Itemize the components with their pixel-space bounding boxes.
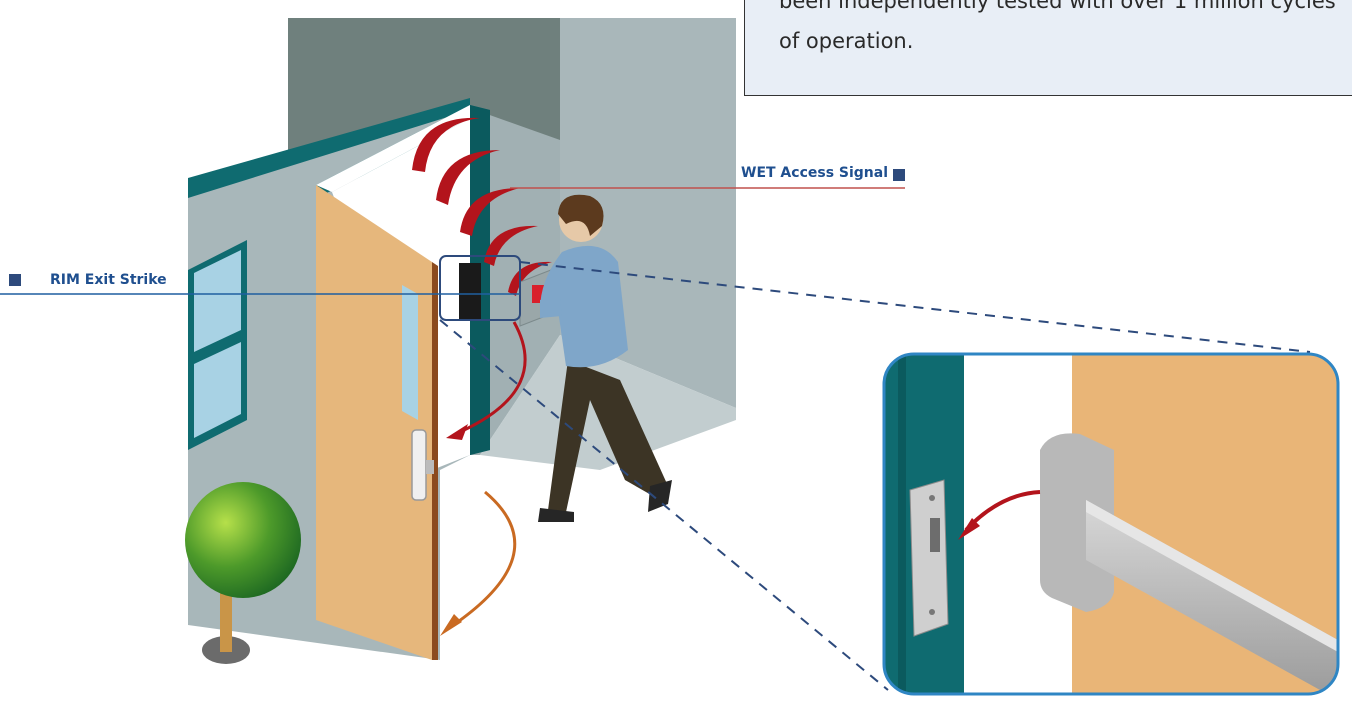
strike-plate (909, 479, 949, 637)
callout-text: been independently tested with over 1 mi… (779, 0, 1352, 61)
zoom-inset-border (882, 352, 1340, 696)
rim-exit-strike-label: RIM Exit Strike (50, 272, 167, 288)
signal-arcs (412, 117, 552, 296)
tree (185, 482, 301, 664)
callout-line-1: been independently tested with over 1 mi… (779, 0, 1336, 13)
zoom-guide-lines (439, 261, 1311, 691)
person (538, 194, 672, 522)
door-handle (411, 429, 427, 501)
rim-exit-strike-highlight (439, 255, 521, 321)
door-panel (316, 185, 438, 660)
zoom-inset (884, 354, 1338, 694)
callout-line-2: of operation. (779, 29, 914, 53)
door-swing-arrow (445, 490, 517, 632)
exit-bar (1040, 433, 1338, 694)
rim-strike-legend-square (9, 274, 21, 286)
window (188, 240, 247, 450)
wet-access-signal-label: WET Access Signal (741, 165, 889, 181)
description-callout: been independently tested with over 1 mi… (744, 0, 1352, 96)
exit-arrow (459, 321, 527, 434)
rim-exit-strike-device (459, 263, 481, 321)
wet-signal-legend-square (893, 169, 905, 181)
